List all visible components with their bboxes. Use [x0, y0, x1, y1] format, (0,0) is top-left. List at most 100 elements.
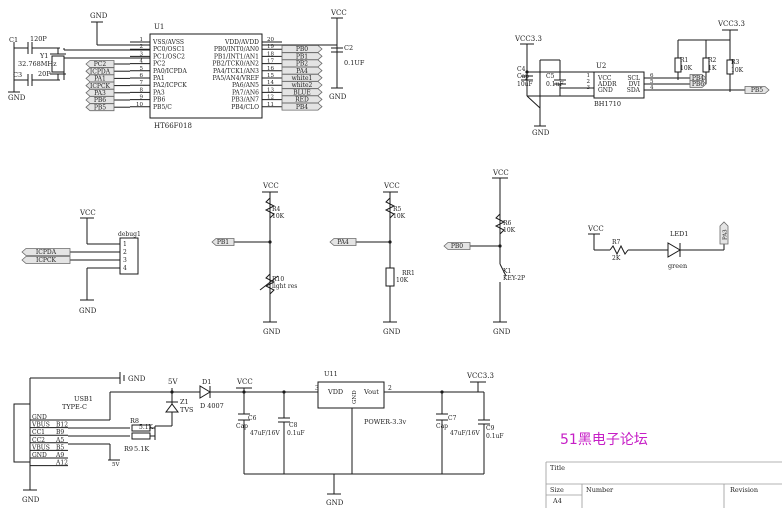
debug-net: ICPCK [36, 257, 57, 264]
mcu-pin-name-left: PB6 [153, 97, 165, 104]
mcu-pin-name-right: PA7/AN6 [232, 89, 259, 96]
rr1-body [385, 267, 395, 287]
reg-ref: U11 [324, 370, 338, 378]
c9-value: 0.1uF [486, 433, 504, 440]
mcu-net-right-flag [281, 52, 323, 61]
mcu-net-right: PA4 [296, 68, 308, 75]
usb-pin-num: B9 [56, 429, 64, 436]
sensor-pin-num-left: 1 [587, 73, 591, 79]
mcu-net-right: PB4 [296, 104, 308, 111]
r3-body [726, 59, 734, 75]
mcu-net-right-flag [281, 59, 323, 68]
mcu-ref: U1 [154, 23, 164, 31]
c4-type: Cap [517, 73, 529, 80]
mcu-net-right-flag [281, 66, 323, 75]
usb-pin-num: A12 [55, 460, 68, 467]
mcu-pin-num-right: 15 [267, 73, 274, 79]
mcu-net-right-flag [281, 88, 323, 97]
c2-ref: C2 [344, 44, 353, 52]
mcu-pin-name-right: PB3/AN7 [231, 97, 259, 104]
sensor-net: PB6 [692, 81, 704, 88]
r4-vcc-label: VCC [262, 182, 279, 190]
mcu-net-right-flag [281, 102, 323, 111]
r7-value: 2K [612, 255, 621, 262]
mcu-pin-num-left: 1 [140, 37, 144, 43]
usb-pin-name: CC1 [32, 429, 45, 436]
r5-ref: R5 [393, 206, 402, 213]
r10-ref: R10 [272, 276, 284, 283]
r1-body [674, 57, 682, 73]
mcu-net-left: PC2 [94, 61, 107, 68]
mcu-pin-name-right: PB2/TCK0/AN2 [212, 61, 259, 68]
usb-gnd-bottom-label: GND [22, 496, 40, 504]
mcu-pin-num-right: 13 [267, 87, 274, 93]
sensor-pin-name-left: GND [598, 87, 613, 94]
led-vcc-label: VCC [587, 225, 604, 233]
revision-label: Revision [730, 486, 758, 494]
debug-header-body [119, 237, 139, 275]
mcu-pin-name-left: PA1 [153, 75, 165, 82]
mcu-pin-name-left: PC0/OSC1 [153, 46, 185, 53]
lightres-net: PB1 [211, 238, 235, 246]
led1-value: green [668, 262, 687, 270]
mcu-pin-num-left: 9 [140, 95, 144, 101]
mcu-net-right: BLUE [293, 89, 311, 96]
key-net: PB0 [443, 242, 471, 250]
debug-pin-num: 1 [123, 241, 127, 248]
sensor-net-flag [744, 86, 770, 94]
c4-ref: C4 [517, 66, 526, 73]
debug-gnd-label: GND [79, 307, 97, 315]
debug-pin-num: 2 [123, 249, 127, 256]
mcu-net-left-flag [85, 103, 115, 112]
mcu-pin-num-left: 7 [140, 80, 144, 86]
usb-pin-name: VBUS [31, 444, 50, 451]
usb-ref: USB1 [74, 395, 93, 403]
size-value: A4 [552, 497, 562, 505]
sensor-vcc-label: VCC3.3 [514, 35, 542, 43]
mcu-part: HT66F018 [154, 122, 192, 130]
c8-value: 0.1uF [287, 430, 305, 437]
debug-pin-num: 3 [123, 257, 127, 264]
c7-ref: C7 [448, 415, 457, 422]
c7-type: Cap [436, 423, 448, 430]
mcu-pin-name-left: PA3 [153, 89, 165, 96]
sensor-net: PB4 [692, 75, 704, 82]
r6-ref: R6 [503, 220, 512, 227]
d1-triangle [199, 385, 211, 399]
c4-value: 10uF [517, 81, 533, 88]
rr1-value: 10K [396, 277, 409, 284]
mcu-block: GND VCC C2 0.1UF GND GND C1 120P C3 20P [8, 9, 365, 130]
rr1-ref: RR1 [402, 270, 415, 277]
y1-value: 32.768MHz [18, 60, 57, 68]
reg-name: POWER-3.3v [364, 418, 407, 426]
d1-ref: D1 [202, 378, 211, 386]
c2-gnd-label: GND [329, 93, 347, 101]
usb-pin-name: GND [32, 414, 47, 421]
debug-ref: debug1 [118, 231, 141, 238]
sensor-pin-name-left: VCC [597, 75, 612, 82]
sensor-pin-num-right: 4 [650, 85, 654, 91]
mcu-pin-name-right: PA6/AN5 [232, 82, 259, 89]
usb-pin-num: B12 [56, 422, 68, 429]
mcu-pin-name-left: PC1/OSC2 [153, 53, 185, 60]
mcu-net-right-flag [281, 81, 323, 89]
r10-value: light res [272, 283, 297, 290]
c8-ref: C8 [289, 422, 298, 429]
usb-pin-num: B5 [56, 444, 64, 451]
mcu-net-left: ICPDA [90, 68, 111, 75]
usb-type: TYPE-C [62, 403, 87, 411]
usb-pin-name: VBUS [31, 422, 50, 429]
reg-vcc33-label: VCC3.3 [466, 372, 494, 380]
debug-net-flag [21, 248, 71, 256]
reg-pin2: 2 [388, 385, 392, 392]
key-block: VCC R6 10K K1 KEY-2P GND PB0 [443, 169, 525, 336]
mcu-net-left: PB6 [94, 97, 106, 104]
reg-pin3: 3 [315, 385, 319, 392]
sensor-net: PB5 [751, 87, 763, 94]
r5-value: 10K [393, 213, 406, 220]
c3-ref: C3 [13, 71, 22, 79]
